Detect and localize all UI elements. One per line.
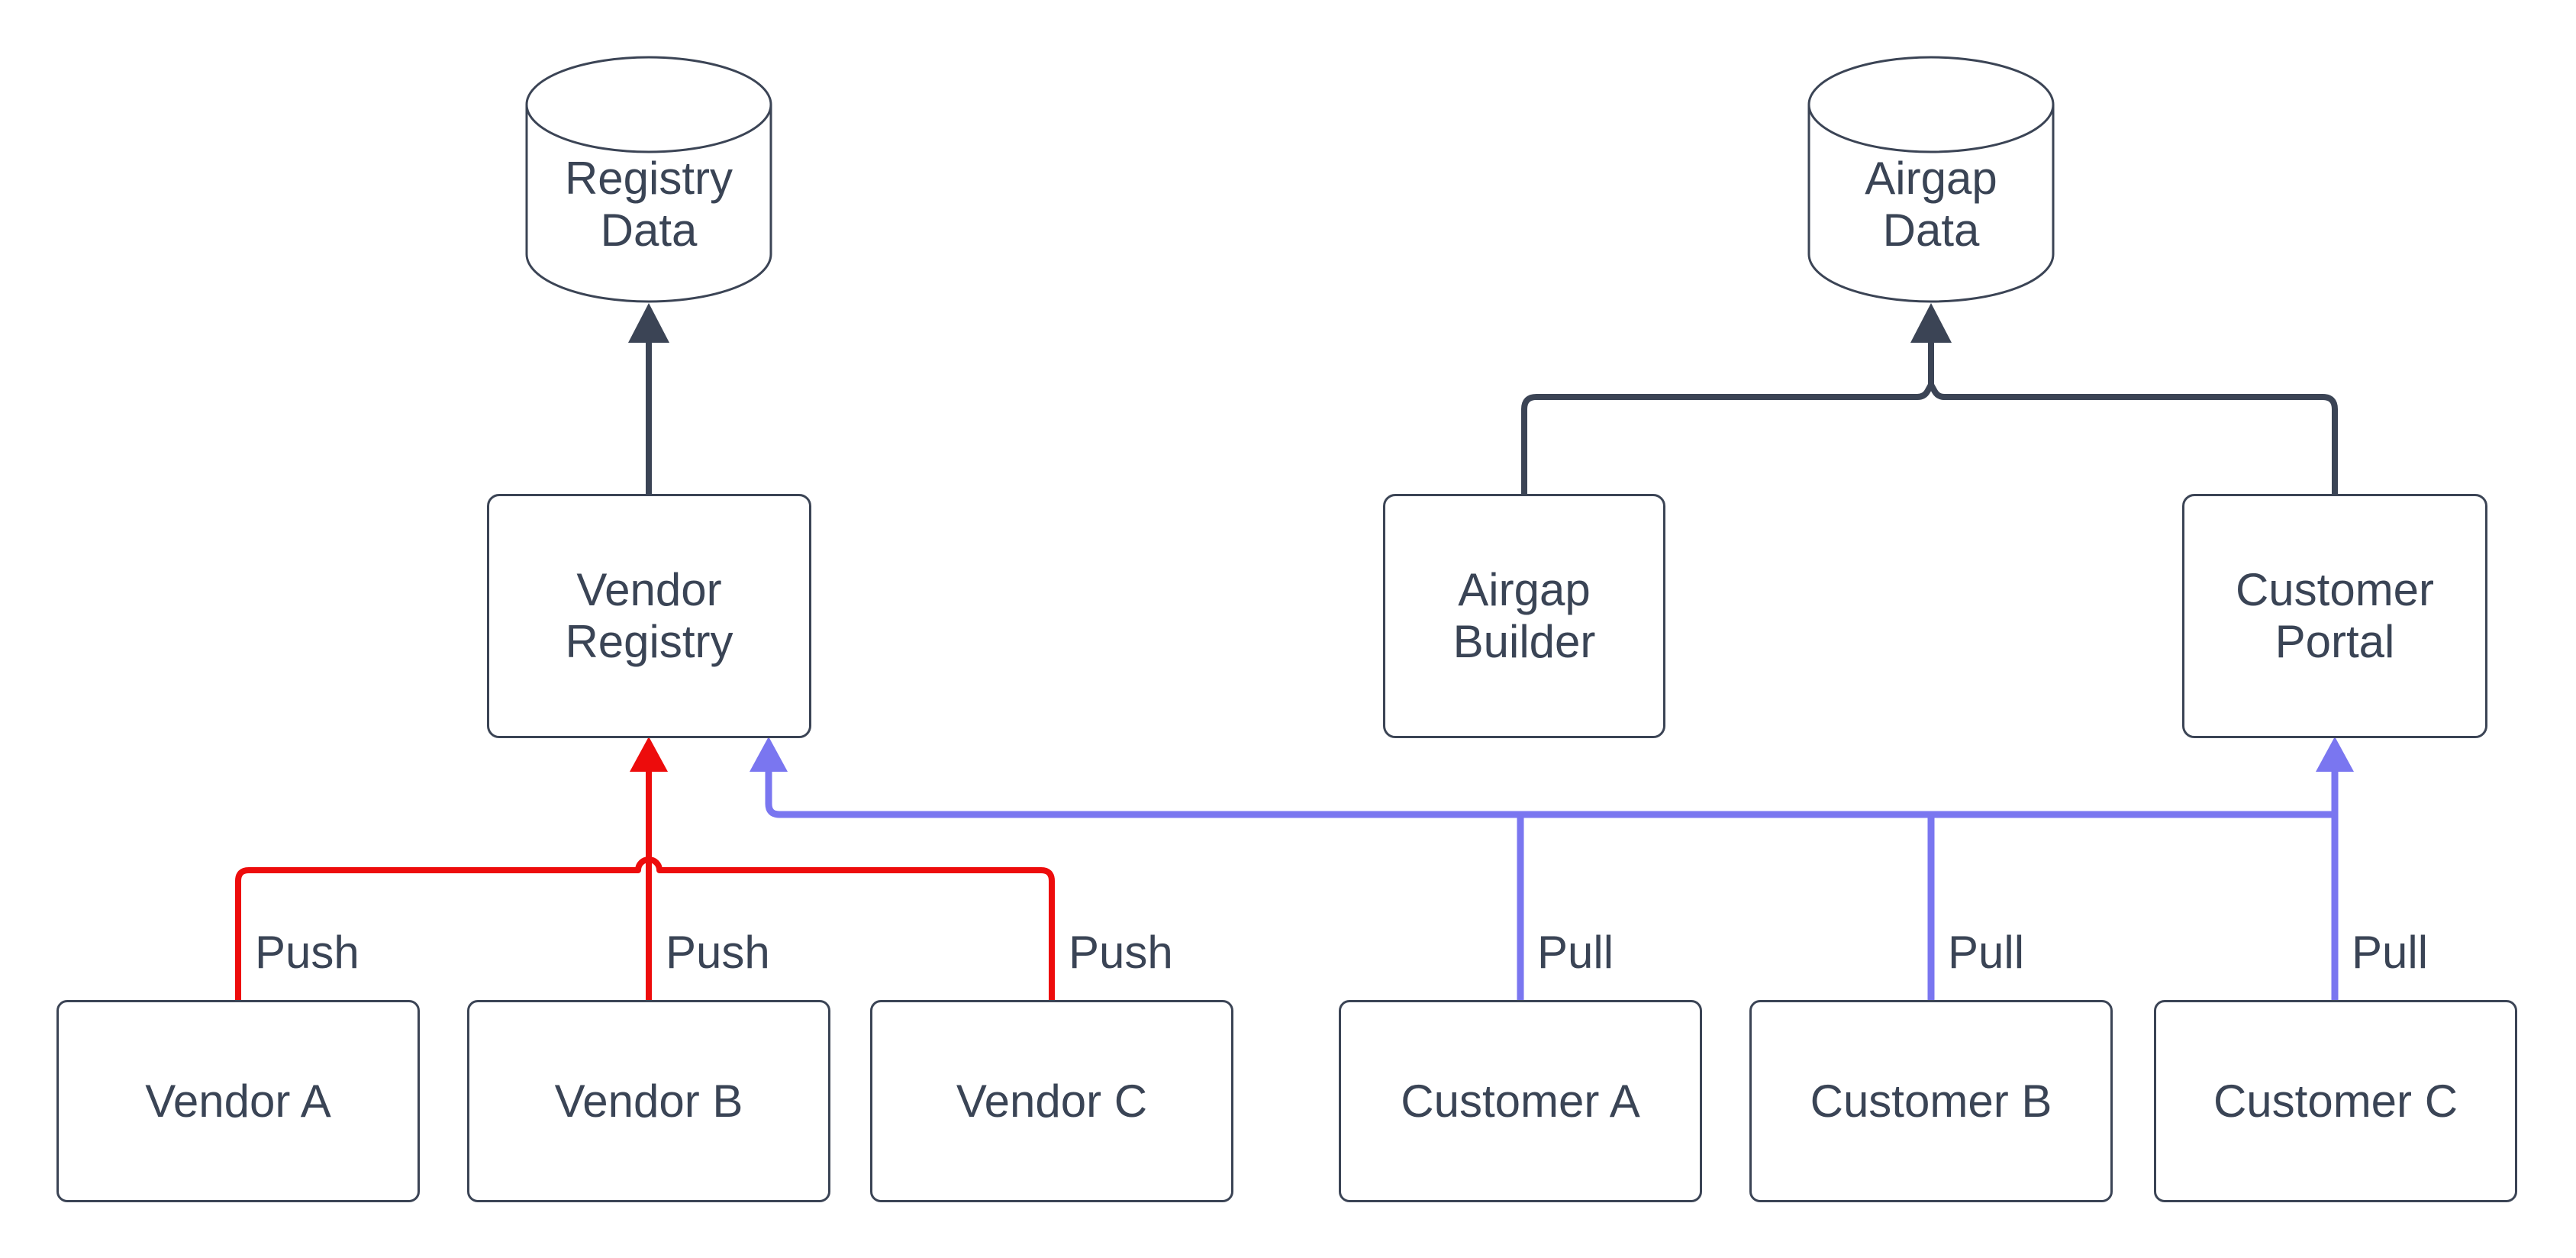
registry-data-label: Registry Data [527, 128, 771, 281]
arrowhead-airgap-data [1910, 303, 1952, 343]
airgap-builder-node: Airgap Builder [1383, 494, 1665, 738]
vendor-c-node: Vendor C [870, 1000, 1233, 1202]
vendor-c-label: Vendor C [956, 1075, 1148, 1127]
edge-builder-portal-merge [1521, 382, 2338, 495]
arrowhead-pull-customer-portal [2316, 737, 2354, 772]
vendor-registry-node: Vendor Registry [487, 494, 811, 738]
arrowhead-registry-data [628, 303, 669, 343]
airgap-data-line2: Data [1882, 205, 1980, 256]
airgap-data-label: Airgap Data [1809, 128, 2053, 281]
vendor-registry-line2: Registry [565, 616, 733, 667]
customer-c-node: Customer C [2154, 1000, 2517, 1202]
airgap-data-line1: Airgap [1865, 153, 1997, 204]
airgap-builder-line1: Airgap [1458, 564, 1591, 615]
registry-data-line1: Registry [564, 153, 733, 204]
customer-b-node: Customer B [1749, 1000, 2113, 1202]
arrowhead-push-vendor-registry [630, 737, 668, 772]
vendor-b-label: Vendor B [554, 1075, 743, 1127]
customer-portal-node: Customer Portal [2182, 494, 2487, 738]
customer-portal-line1: Customer [2235, 564, 2435, 615]
pull-label-customer-b: Pull [1948, 927, 2025, 978]
vendor-a-label: Vendor A [145, 1075, 331, 1127]
vendor-a-node: Vendor A [56, 1000, 420, 1202]
edge-vendor-a-vendor-c-push [235, 856, 1055, 1000]
arrowhead-pull-vendor-registry [750, 737, 788, 772]
push-label-vendor-c: Push [1069, 927, 1173, 978]
customer-c-label: Customer C [2213, 1075, 2458, 1127]
vendor-registry-line1: Vendor [576, 564, 722, 615]
pull-label-customer-c: Pull [2352, 927, 2429, 978]
edge-pull-trunk-to-vendor-registry [765, 768, 2335, 818]
customer-a-node: Customer A [1339, 1000, 1702, 1202]
vendor-b-node: Vendor B [467, 1000, 830, 1202]
airgap-data-cylinder [1807, 56, 2055, 303]
customer-b-label: Customer B [1810, 1075, 2052, 1127]
pull-label-customer-a: Pull [1537, 927, 1614, 978]
customer-portal-line2: Portal [2275, 616, 2395, 667]
registry-data-line2: Data [600, 205, 698, 256]
push-label-vendor-a: Push [255, 927, 359, 978]
airgap-builder-line2: Builder [1452, 616, 1596, 667]
registry-data-cylinder [525, 56, 772, 303]
push-label-vendor-b: Push [666, 927, 770, 978]
customer-a-label: Customer A [1401, 1075, 1640, 1127]
